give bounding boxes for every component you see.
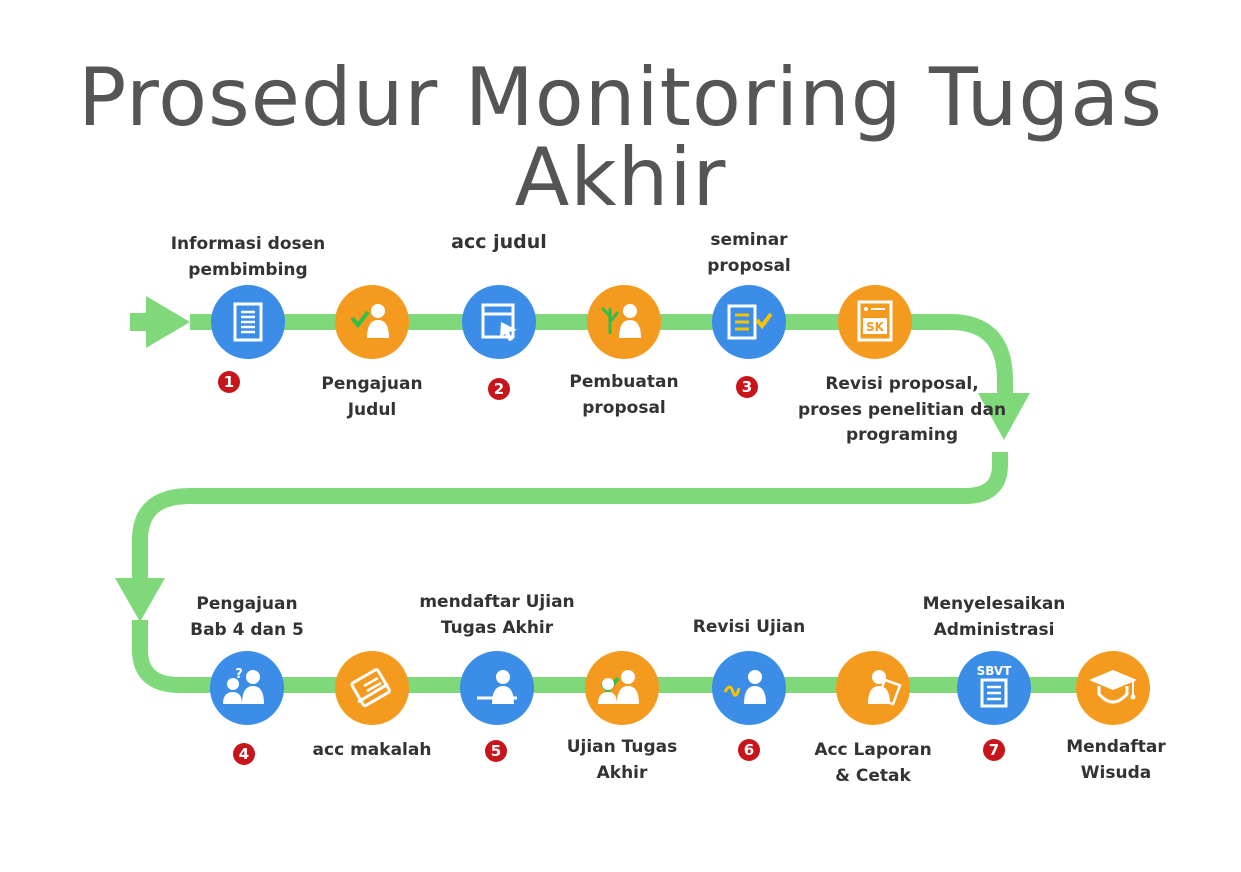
person-report-icon [868, 670, 902, 706]
person-desk-icon [477, 670, 517, 704]
start-arrow-head [146, 296, 190, 348]
down-arrow-left [115, 578, 165, 622]
person-sign-icon [723, 670, 766, 704]
step-number-badge-4: 4 [233, 743, 255, 765]
row2-step-8 [1076, 651, 1150, 725]
svg-text:SK: SK [866, 320, 885, 334]
window-cursor-icon [481, 303, 517, 341]
row1-step-1 [211, 285, 285, 359]
start-arrow-tail [130, 313, 148, 331]
row2-step-8-label: Mendaftar Wisuda [1066, 737, 1166, 783]
paper-icon [350, 668, 391, 708]
row2-step-6 [836, 651, 910, 725]
flow-path [132, 314, 1110, 693]
person-plant-icon [600, 304, 641, 338]
row2-step-3-label: mendaftar Ujian Tugas Akhir [419, 592, 575, 638]
graduation-cap-icon [1089, 670, 1137, 704]
row2-step-5 [712, 651, 786, 725]
row1-step-2 [335, 285, 409, 359]
down-arrow-right [978, 393, 1030, 440]
row2-step-5-label: Revisi Ujian [692, 617, 806, 637]
step-number-badge-5: 5 [485, 740, 507, 762]
row2-step-2-label: acc makalah [312, 740, 432, 760]
flow-arrows [115, 296, 1030, 622]
sk-document-icon: SK [857, 300, 893, 342]
row1-step-5 [712, 285, 786, 359]
row1-step-3 [462, 285, 536, 359]
row2-step-3 [460, 651, 534, 725]
step-number-badge-6: 6 [738, 739, 760, 761]
person-check-icon [350, 304, 389, 338]
step-circle [462, 285, 536, 359]
row1-step-1-label: Informasi dosen pembimbing [170, 234, 326, 280]
row1-step-4 [587, 285, 661, 359]
row2-step-2 [335, 651, 409, 725]
step-number-badge-7: 7 [983, 739, 1005, 761]
row1-step-2-label: Pengajuan Judul [321, 374, 423, 420]
row2-step-7-label: Menyelesaikan Administrasi [922, 594, 1066, 640]
consultation-icon: ? [223, 667, 264, 704]
row2-step-4-label: Ujian Tugas Akhir [566, 737, 678, 783]
step-number-badge-3: 3 [736, 376, 758, 398]
row1-step-6: SK [838, 285, 912, 359]
row2-step-1-label: Pengajuan Bab 4 dan 5 [190, 594, 304, 640]
svg-text:SBVT: SBVT [977, 664, 1013, 678]
row1-step-5-label: seminar proposal [707, 230, 791, 276]
people-check-icon [598, 670, 639, 704]
row1-step-4-label: Pembuatan proposal [569, 372, 679, 418]
step-number-badge-1: 1 [218, 371, 240, 393]
step-number-badge-2: 2 [488, 378, 510, 400]
page-title: Prosedur Monitoring Tugas Akhir [78, 51, 1163, 224]
row2-step-4 [585, 651, 659, 725]
checklist-icon [727, 304, 773, 340]
row1-step-3-label: acc judul [451, 231, 547, 253]
row1-step-6-label: Revisi proposal, proses penelitian dan p… [797, 374, 1007, 445]
row2-step-1: ? [210, 651, 284, 725]
svg-text:?: ? [235, 667, 243, 682]
sbvt-document-icon: SBVT [977, 664, 1013, 708]
document-list-icon [233, 302, 263, 342]
row2-step-6-label: Acc Laporan & Cetak [814, 740, 932, 786]
row2-step-7: SBVT [957, 651, 1031, 725]
